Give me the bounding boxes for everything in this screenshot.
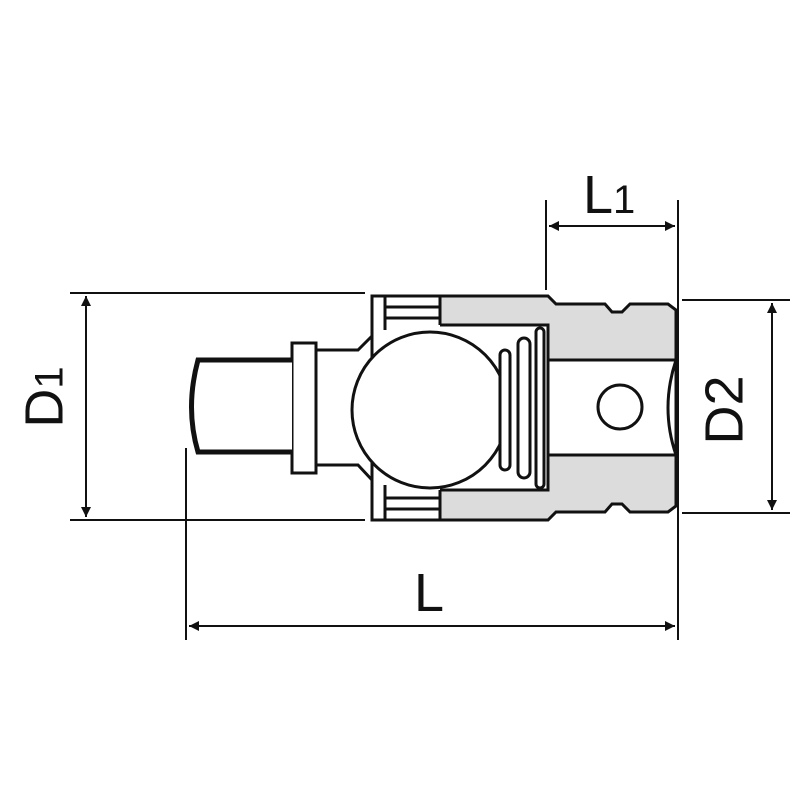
dimension-label-d1: D1 xyxy=(14,366,75,428)
l1-sub: 1 xyxy=(613,178,636,222)
d2-sub: 2 xyxy=(694,375,755,406)
dimension-label-l1: L1 xyxy=(583,168,635,222)
l1-main: L xyxy=(583,165,614,225)
dimension-label-d2: D2 xyxy=(694,375,755,445)
dimension-label-l: L xyxy=(414,566,444,620)
d1-main: D xyxy=(14,388,75,428)
d2-main: D xyxy=(694,405,755,445)
l-main: L xyxy=(414,563,445,623)
d1-sub: 1 xyxy=(27,366,72,389)
